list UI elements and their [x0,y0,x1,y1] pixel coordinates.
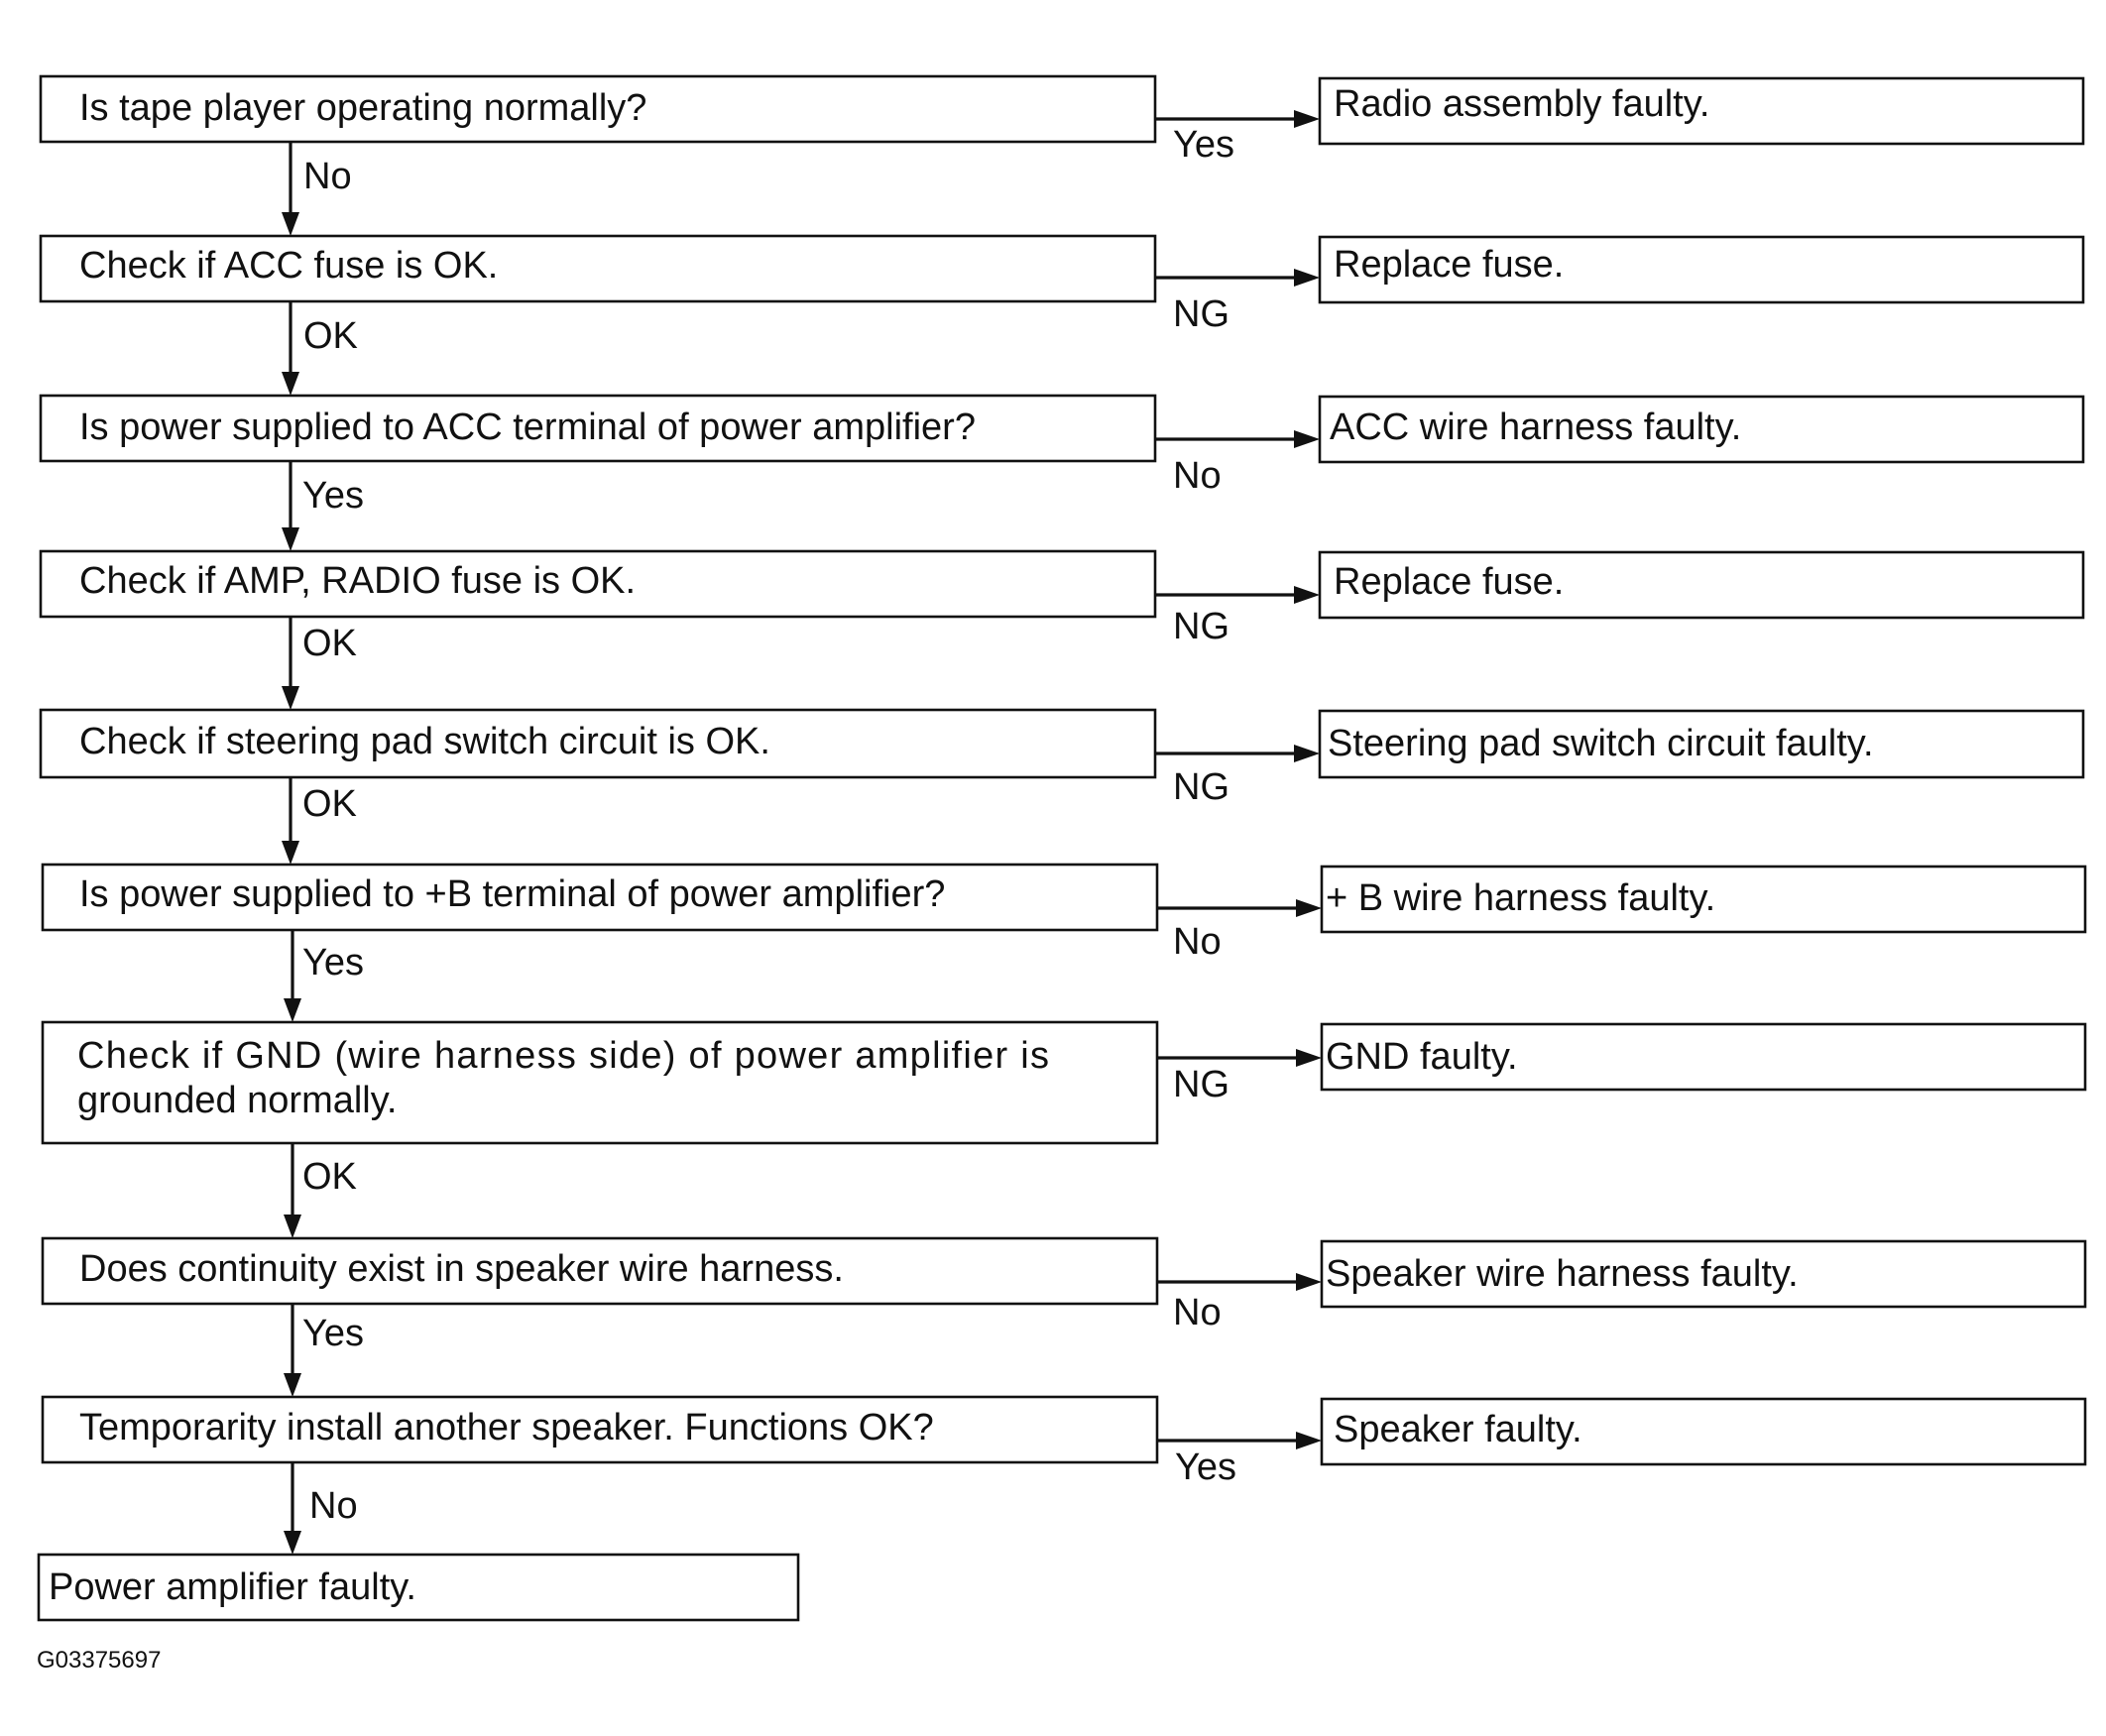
question-box-5 [39,708,1157,779]
result-text-7: GND faulty. [1326,1036,1518,1078]
arrowhead-down-8 [284,1373,301,1397]
question-text-7-line-2: grounded normally. [77,1080,397,1121]
result-box-5 [1318,709,2085,779]
question-box-7 [41,1020,1159,1145]
result-box-3 [1318,395,2085,464]
question-box-3 [39,394,1157,463]
side-label-2: NG [1173,293,1229,335]
arrowhead-down-2 [282,372,299,396]
down-label-9: No [309,1485,358,1527]
question-text-4: Check if AMP, RADIO fuse is OK. [79,560,636,602]
side-label-1: Yes [1173,124,1234,166]
down-label-7: OK [302,1156,357,1198]
arrowhead-down-5 [282,841,299,865]
arrowhead-down-3 [282,527,299,551]
side-label-5: NG [1173,766,1229,808]
question-text-8: Does continuity exist in speaker wire ha… [79,1248,844,1290]
down-label-5: OK [302,783,357,825]
arrowhead-down-7 [284,1215,301,1238]
arrowhead-right-7 [1296,1049,1322,1067]
question-box-4 [39,549,1157,619]
result-box-6 [1320,865,2087,934]
question-box-1 [39,74,1157,144]
result-text-1: Radio assembly faulty. [1334,83,1709,125]
side-label-6: No [1173,921,1222,963]
question-text-3: Is power supplied to ACC terminal of pow… [79,406,976,448]
arrowhead-right-9 [1296,1432,1322,1449]
arrowhead-right-3 [1294,430,1320,448]
arrowhead-down-4 [282,686,299,710]
arrowhead-right-1 [1294,110,1320,128]
question-text-2: Check if ACC fuse is OK. [79,245,498,287]
down-label-3: Yes [302,475,364,517]
final-text: Power amplifier faulty. [49,1566,416,1608]
result-text-4: Replace fuse. [1334,561,1564,603]
down-label-6: Yes [302,942,364,984]
down-label-2: OK [303,315,358,357]
result-box-9 [1320,1397,2087,1466]
question-box-6 [41,863,1159,932]
arrowhead-right-5 [1294,745,1320,762]
side-label-3: No [1173,455,1222,497]
question-text-6: Is power supplied to +B terminal of powe… [79,873,945,915]
result-box-8 [1320,1239,2087,1309]
question-box-9 [41,1395,1159,1464]
arrowhead-down-6 [284,998,301,1022]
down-label-1: No [303,156,352,197]
result-box-1 [1318,76,2085,146]
arrowhead-right-6 [1296,899,1322,917]
question-text-9: Temporarity install another speaker. Fun… [79,1407,934,1448]
question-text-5: Check if steering pad switch circuit is … [79,721,770,762]
arrowhead-down-1 [282,212,299,236]
arrowhead-right-4 [1294,586,1320,604]
down-label-8: Yes [302,1313,364,1354]
arrowhead-right-2 [1294,269,1320,287]
question-text-1: Is tape player operating normally? [79,87,646,129]
down-label-4: OK [302,623,357,664]
result-text-5: Steering pad switch circuit faulty. [1328,723,1874,764]
result-text-2: Replace fuse. [1334,244,1564,286]
side-label-4: NG [1173,606,1229,647]
result-text-9: Speaker faulty. [1334,1409,1582,1450]
result-text-3: ACC wire harness faulty. [1330,406,1741,448]
question-box-2 [39,234,1157,303]
final-box [37,1553,800,1622]
side-label-8: No [1173,1292,1222,1333]
figure-id: G03375697 [37,1647,161,1674]
question-box-8 [41,1236,1159,1306]
result-text-8: Speaker wire harness faulty. [1326,1253,1799,1295]
side-label-7: NG [1173,1064,1229,1105]
side-label-9: Yes [1175,1447,1236,1488]
result-box-4 [1318,550,2085,620]
arrowhead-down-9 [284,1531,301,1555]
question-text-7-line-1: Check if GND (wire harness side) of powe… [77,1035,1049,1077]
arrowhead-right-8 [1296,1273,1322,1291]
result-box-2 [1318,235,2085,304]
result-box-7 [1320,1022,2087,1092]
result-text-6: + B wire harness faulty. [1326,877,1715,919]
